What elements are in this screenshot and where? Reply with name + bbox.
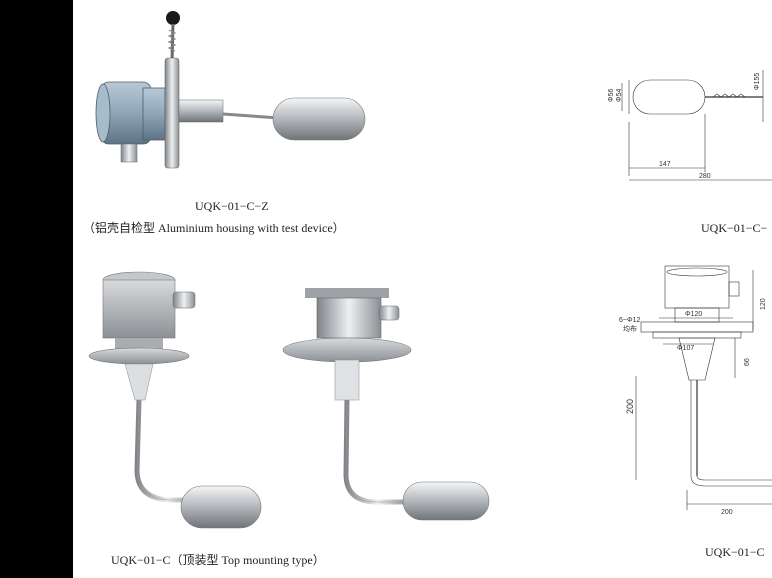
caption-top-mounting-type: UQK−01−C（顶装型 Top mounting type） — [111, 553, 325, 567]
caption-model-right-bottom: UQK−01−C — [705, 545, 765, 559]
dim-holes-sub: 均布 — [623, 324, 637, 333]
catalog-page: UQK−01−C−Z （铝壳自检型 Aluminium housing with… — [73, 0, 772, 578]
dim-d120: Φ120 — [685, 311, 702, 318]
photo-aluminium-housing-with-test-device — [95, 11, 366, 169]
dim-holes: 6−Φ12 — [619, 317, 640, 324]
photo-top-mounting-stainless — [282, 288, 490, 521]
photo-top-mounting-aluminium — [88, 271, 262, 529]
dim-dia56: Φ56 — [608, 89, 615, 102]
dim-dia155: Φ155 — [754, 73, 761, 90]
dim-dia54: Φ54 — [616, 89, 623, 102]
caption-model-right-top: UQK−01−C− — [701, 221, 768, 235]
drawing-side-mount-dimensions — [621, 70, 772, 181]
drawing-top-mount-dimensions — [635, 265, 772, 510]
dim-147: 147 — [659, 161, 671, 168]
dim-h200: 200 — [625, 399, 635, 414]
dim-w200: 200 — [721, 509, 733, 516]
dim-h120: 120 — [760, 298, 767, 310]
drawing-1-labels: Φ56 Φ54 Φ155 147 280 — [608, 73, 761, 180]
caption-aluminium-housing: （铝壳自检型 Aluminium housing with test devic… — [83, 221, 345, 235]
drawing-2-labels: 6−Φ12 均布 Φ120 Φ107 120 66 200 200 — [619, 298, 767, 516]
dim-d107: Φ107 — [677, 345, 694, 352]
dim-h66: 66 — [744, 358, 751, 366]
caption-model-uqk-01-c-z: UQK−01−C−Z — [195, 199, 269, 213]
dim-280: 280 — [699, 173, 711, 180]
